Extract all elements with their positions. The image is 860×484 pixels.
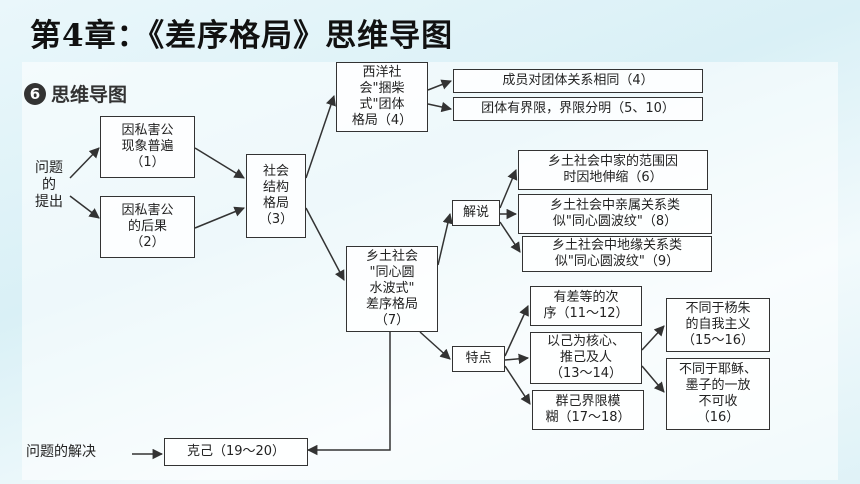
node-western-1: 成员对团体关系相同（4）	[453, 69, 703, 93]
node-feature: 特点	[452, 346, 505, 372]
mindmap-heading: 6 思维导图	[24, 80, 127, 107]
node-keji: 克己（19～20）	[164, 438, 308, 466]
node-explain: 解说	[452, 200, 500, 226]
node-explain-1: 乡土社会中家的范围因 时因地伸缩（6）	[518, 150, 708, 190]
node-explain-2: 乡土社会中亲属关系类 似"同心圆波纹"（8）	[518, 194, 712, 234]
section-number-icon: 6	[24, 82, 46, 105]
edge-rural-to-explain	[437, 212, 453, 266]
edge-rural-to-keji	[306, 332, 391, 456]
node-western-2: 团体有界限，界限分明（5、10）	[453, 97, 703, 121]
question-raise-label: 问题 的 提出	[35, 160, 63, 210]
node-group-2: 不同于耶稣、 墨子的一放 不可收 （16）	[666, 358, 770, 430]
edge-feature-to-f1	[504, 305, 529, 357]
edge-f2-to-g1	[641, 325, 665, 351]
edge-social-to-western	[305, 95, 336, 179]
edge-f2-to-g2	[641, 365, 665, 393]
edge-western-to-w1	[427, 79, 452, 91]
node-western-pattern: 西洋社 会"捆柴 式"团体 格局（4）	[336, 62, 428, 132]
edge-raise-to-selfish2	[69, 195, 100, 219]
mindmap-heading-label: 思维导图	[51, 84, 128, 106]
edge-raise-to-selfish1	[69, 147, 100, 179]
question-solve-label: 问题的解决	[26, 444, 96, 460]
edge-explain-to-e3	[499, 221, 521, 253]
node-feature-1: 有差等的次 序（11～12）	[530, 286, 642, 326]
edge-selfish1-to-social	[194, 147, 245, 179]
edge-western-to-w2	[427, 101, 453, 113]
page-title: 第4章：《差序格局》思维导图	[30, 18, 454, 54]
edge-rural-to-feature	[419, 331, 451, 360]
edge-social-to-rural	[305, 207, 345, 281]
node-rural-pattern: 乡土社会 "同心圆 水波式" 差序格局 （7）	[346, 246, 438, 332]
edge-feature-to-f2	[504, 353, 530, 365]
edge-selfish2-to-social	[194, 206, 245, 229]
node-feature-3: 群己界限模 糊（17～18）	[532, 390, 644, 430]
node-social-structure: 社会 结构 格局 （3）	[246, 154, 306, 238]
node-feature-2: 以己为核心、 推己及人 （13～14）	[530, 332, 642, 384]
edge-feature-to-f3	[504, 365, 531, 405]
node-explain-3: 乡土社会中地缘关系类 似"同心圆波纹"（9）	[522, 236, 712, 272]
node-selfish-consequence: 因私害公 的后果 （2）	[100, 196, 195, 258]
node-selfish-common: 因私害公 现象普遍 （1）	[100, 116, 195, 178]
edge-explain-to-e1	[499, 169, 518, 209]
node-group-1: 不同于杨朱 的自我主义 （15～16）	[666, 298, 770, 352]
